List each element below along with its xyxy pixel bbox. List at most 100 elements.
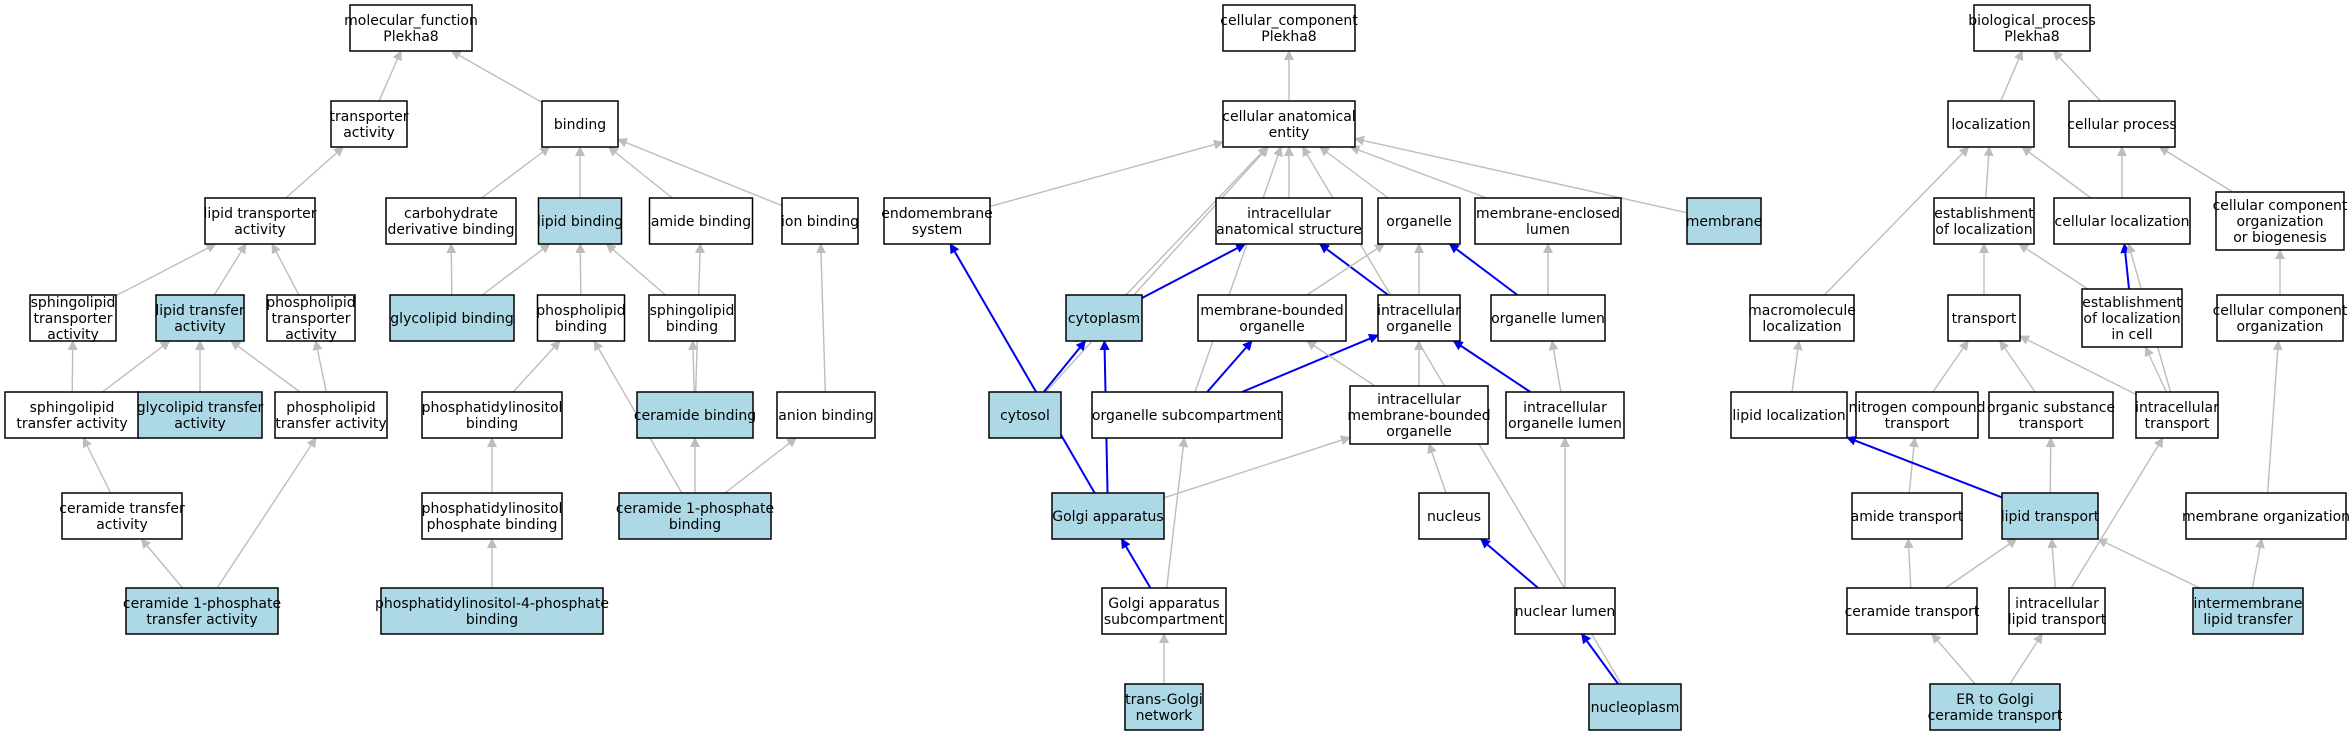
node-cellular_localization[interactable]: cellular localization: [2053, 197, 2191, 245]
edge-membrane-to-cellular_anatomical_entity: [1354, 135, 1688, 214]
node-lipid_binding[interactable]: lipid binding: [537, 197, 623, 245]
node-organelle_subcompartment[interactable]: organelle subcompartment: [1091, 391, 1283, 439]
node-label-line: lipid localization: [1732, 408, 1845, 424]
edge-organelle-to-cellular_anatomical_entity: [1319, 146, 1389, 199]
edge-localization-to-bp: [2000, 50, 2024, 102]
node-label-line: cellular component: [2213, 198, 2348, 214]
node-box: [349, 4, 473, 52]
node-label-line: intermembrane: [2194, 596, 2303, 612]
node-amide_transport[interactable]: amide transport: [1851, 492, 1964, 540]
edge-sphingolipid_transporter_activity-to-lipid_transporter_activity: [115, 243, 217, 297]
edge-intracellular_organelle_lumen-to-organelle_lumen: [1548, 340, 1562, 393]
node-anion_binding[interactable]: anion binding: [776, 391, 876, 439]
node-box: [1101, 587, 1227, 635]
node-label-line: organelle: [1386, 319, 1451, 335]
edge-endomembrane_system-to-cellular_anatomical_entity: [989, 139, 1224, 208]
node-cytoplasm[interactable]: cytoplasm: [1065, 294, 1143, 342]
node-box: [1377, 197, 1461, 245]
node-box: [1588, 683, 1682, 731]
node-cellular_process[interactable]: cellular process: [2067, 100, 2177, 148]
node-box: [1418, 492, 1490, 540]
edge-lipid_transporter_activity-to-transporter_activity: [285, 146, 344, 199]
node-label-line: intracellular: [1377, 303, 1461, 319]
node-box: [1929, 683, 2061, 731]
node-organelle[interactable]: organelle: [1377, 197, 1461, 245]
node-localization[interactable]: localization: [1947, 100, 2035, 148]
node-lipid_transport[interactable]: lipid transport: [2001, 492, 2100, 540]
node-label-line: Plekha8: [383, 29, 438, 45]
node-box: [2216, 294, 2344, 342]
node-glycolipid_binding[interactable]: glycolipid binding: [389, 294, 515, 342]
node-nuclear_lumen[interactable]: nuclear lumen: [1514, 587, 1616, 635]
node-label-line: cellular process: [2067, 117, 2176, 133]
node-box: [1197, 294, 1347, 342]
node-nucleoplasm[interactable]: nucleoplasm: [1588, 683, 1682, 731]
node-membrane[interactable]: membrane: [1686, 197, 1763, 245]
edge-organelle_subcompartment-to-membrane_bounded_organelle: [1206, 340, 1253, 393]
node-label-line: binding: [466, 612, 518, 628]
edge-sphingolipid_binding-to-lipid_binding: [605, 243, 666, 296]
node-label-line: transporter: [329, 109, 408, 125]
node-ceramide_transport[interactable]: ceramide transport: [1845, 587, 1980, 635]
node-ion_binding[interactable]: ion binding: [781, 197, 859, 245]
node-label-line: ion binding: [781, 214, 859, 230]
node-label-line: sphingolipid: [650, 303, 735, 319]
node-amide_binding[interactable]: amide binding: [648, 197, 754, 245]
node-label-line: membrane-bounded: [1200, 303, 1343, 319]
node-golgi_apparatus[interactable]: Golgi apparatus: [1051, 492, 1165, 540]
node-transport[interactable]: transport: [1947, 294, 2021, 342]
node-cytosol[interactable]: cytosol: [988, 391, 1062, 439]
node-box: [4, 391, 140, 439]
node-label-line: ER to Golgi: [1956, 692, 2034, 708]
edge-intracellular_membrane_bounded_organelle-to-membrane_bounded_organelle: [1306, 340, 1376, 387]
node-ceramide_binding[interactable]: ceramide binding: [634, 391, 756, 439]
node-lipid_localization[interactable]: lipid localization: [1730, 391, 1848, 439]
node-box: [2081, 288, 2183, 348]
node-membrane_organization[interactable]: membrane organization: [2182, 492, 2350, 540]
node-organelle_lumen[interactable]: organelle lumen: [1490, 294, 1606, 342]
node-nucleus[interactable]: nucleus: [1418, 492, 1490, 540]
node-binding[interactable]: binding: [541, 100, 619, 148]
